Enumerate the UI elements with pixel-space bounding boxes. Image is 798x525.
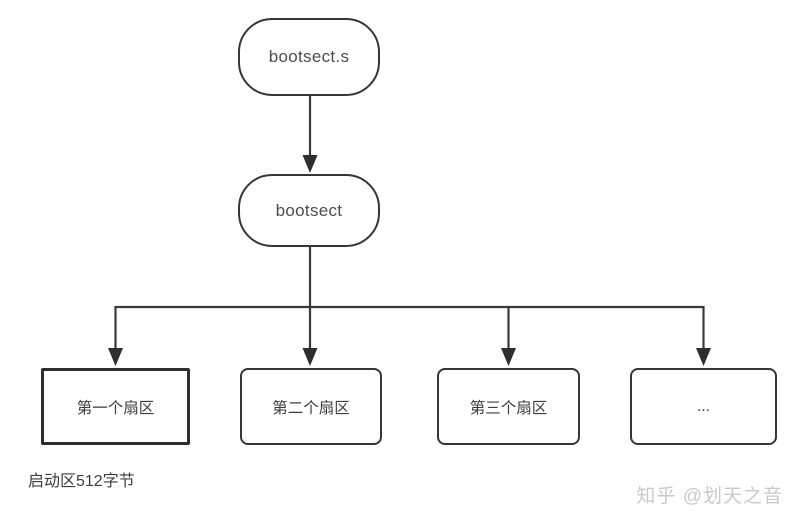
node-bootsect-label: bootsect — [275, 200, 343, 220]
zhihu-watermark: 知乎 @划天之音 — [636, 486, 783, 507]
node-sector-1: 第一个扇区 — [41, 368, 190, 445]
node-sector-3: 第三个扇区 — [437, 368, 580, 445]
node-sector-more-label: ... — [697, 397, 710, 415]
node-sector-2-label: 第二个扇区 — [272, 399, 350, 417]
node-sector-3-label: 第三个扇区 — [469, 399, 548, 417]
node-bootsect-s: bootsect.s — [238, 18, 380, 96]
node-sector-2: 第二个扇区 — [240, 368, 382, 445]
arrowhead-sector-2 — [302, 348, 318, 366]
node-sector-more: ... — [630, 368, 777, 445]
arrowhead-program — [302, 155, 318, 173]
arrowhead-sector-1 — [108, 348, 123, 366]
arrowhead-sector-3 — [501, 348, 516, 366]
boot-area-caption: 启动区512字节 — [28, 473, 135, 490]
node-bootsect: bootsect — [238, 174, 380, 247]
arrowhead-sector-4 — [696, 348, 711, 366]
node-bootsect-s-label: bootsect.s — [268, 47, 350, 66]
node-sector-1-label: 第一个扇区 — [76, 399, 155, 417]
